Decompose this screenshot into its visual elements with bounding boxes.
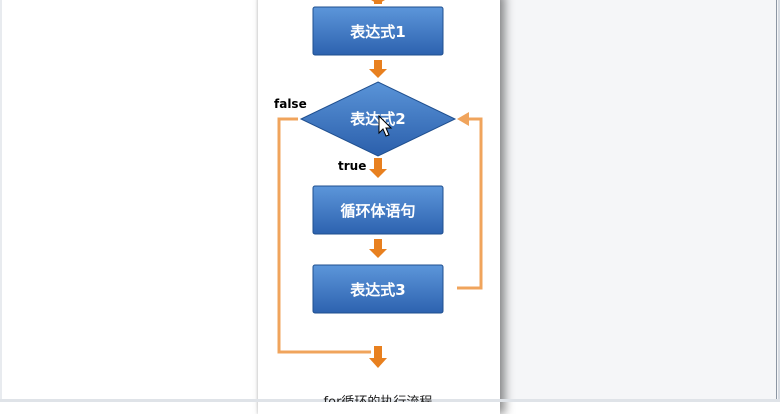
arrow-into-expr1 — [371, 0, 385, 4]
node-expr3-label: 表达式3 — [350, 281, 405, 299]
arrow-expr2-to-body — [369, 158, 387, 178]
arrow-expr1-to-expr2 — [369, 60, 387, 78]
flowchart: 表达式1 表达式2 false true 循环体语句 表达式3 — [274, 0, 483, 402]
node-expr3: 表达式3 — [312, 264, 444, 314]
exit-arrow — [369, 346, 387, 368]
node-expr1-label: 表达式1 — [350, 23, 405, 41]
arrow-body-to-expr3 — [369, 239, 387, 258]
false-exit-connector — [277, 117, 371, 354]
false-branch-label: false — [274, 97, 307, 111]
mouse-cursor-icon — [378, 114, 393, 137]
node-loop-body: 循环体语句 — [312, 185, 444, 235]
node-loop-body-label: 循环体语句 — [340, 202, 415, 220]
pane-border — [776, 0, 777, 402]
right-panel — [500, 0, 780, 402]
window-left-border — [0, 0, 2, 402]
loop-back-connector — [457, 112, 483, 290]
node-expr2-decision: 表达式2 — [299, 81, 457, 157]
node-expr2-label: 表达式2 — [350, 110, 405, 128]
pane-border-shadow — [778, 0, 780, 402]
node-expr1: 表达式1 — [312, 6, 444, 56]
true-branch-label: true — [338, 159, 366, 173]
window-bottom-edge — [0, 399, 780, 402]
flowchart-caption: for循环的执行流程 — [324, 394, 433, 402]
